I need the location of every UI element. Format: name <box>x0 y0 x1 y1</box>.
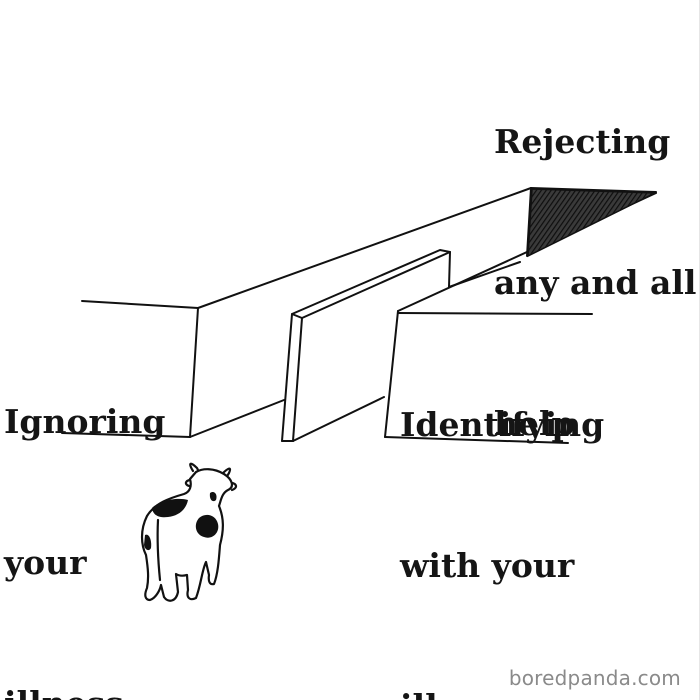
label-rejecting-help: Rejecting any and all help <box>494 122 697 443</box>
cow-spots <box>144 491 219 551</box>
shaded-corridor-end <box>527 188 656 258</box>
left-wall <box>61 187 532 438</box>
label-ignoring-illness: Ignoring your illness <box>4 402 166 700</box>
label-identifying-illness: Identifying with your illness <box>400 405 605 700</box>
middle-wall <box>281 249 451 442</box>
watermark: boredpanda.com <box>508 666 681 690</box>
